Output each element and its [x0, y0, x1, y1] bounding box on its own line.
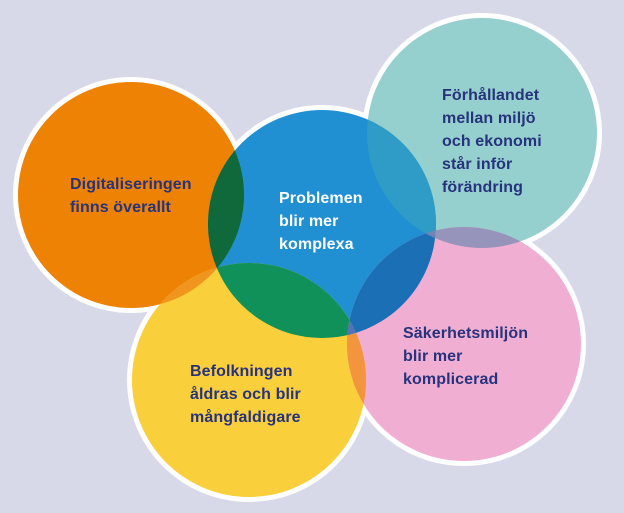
overlap-blue-teal [367, 110, 436, 248]
circle-digitalization [18, 82, 244, 308]
overlap-blue-pink [347, 227, 436, 338]
overlap-blue-yellow [208, 263, 366, 338]
overlap-layer [132, 110, 581, 461]
circle-layer [18, 18, 597, 497]
